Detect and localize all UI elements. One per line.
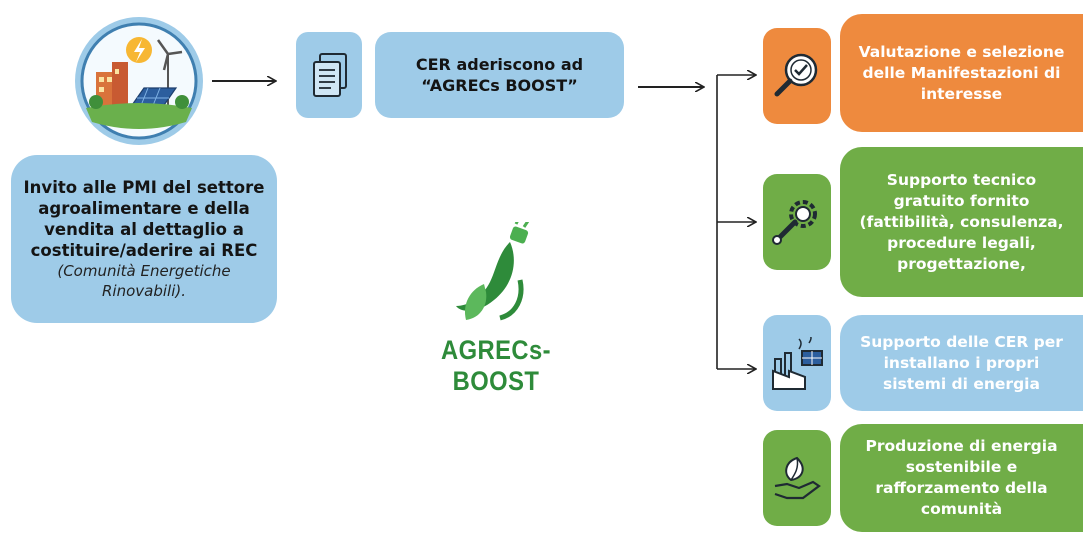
step-4-box: Produzione di energia sostenibile e raff… [840,424,1083,532]
intro-note-text: (Comunità Energetiche Rinovabili). [57,262,231,300]
intro-main-text: Invito alle PMI del settore agroalimenta… [23,178,265,260]
document-icon [313,53,347,97]
step-3-icon-tile [763,315,831,411]
step-4-icon-tile [763,430,831,526]
cer-box: CER aderiscono ad “AGRECs BOOST” [375,32,624,118]
logo-text: AGRECs-BOOST [440,335,551,396]
step-1-icon-tile [763,28,831,124]
community-energy-illustration [75,17,203,145]
step-2-box: Supporto tecnico gratuito fornito (fatti… [840,147,1083,297]
magnifier-check-icon [774,53,818,97]
step-2-icon-tile [763,174,831,270]
plug-leaf-logo-icon [456,222,530,321]
step-3-box: Supporto delle CER per installano i prop… [840,315,1083,411]
document-tile [296,32,362,118]
hand-leaf-icon [774,456,821,500]
step-1-box: Valutazione e selezione delle Manifestaz… [840,14,1083,132]
gear-wrench-icon [772,200,817,245]
factory-solar-icon [772,337,823,390]
intro-box: Invito alle PMI del settore agroalimenta… [11,155,277,323]
